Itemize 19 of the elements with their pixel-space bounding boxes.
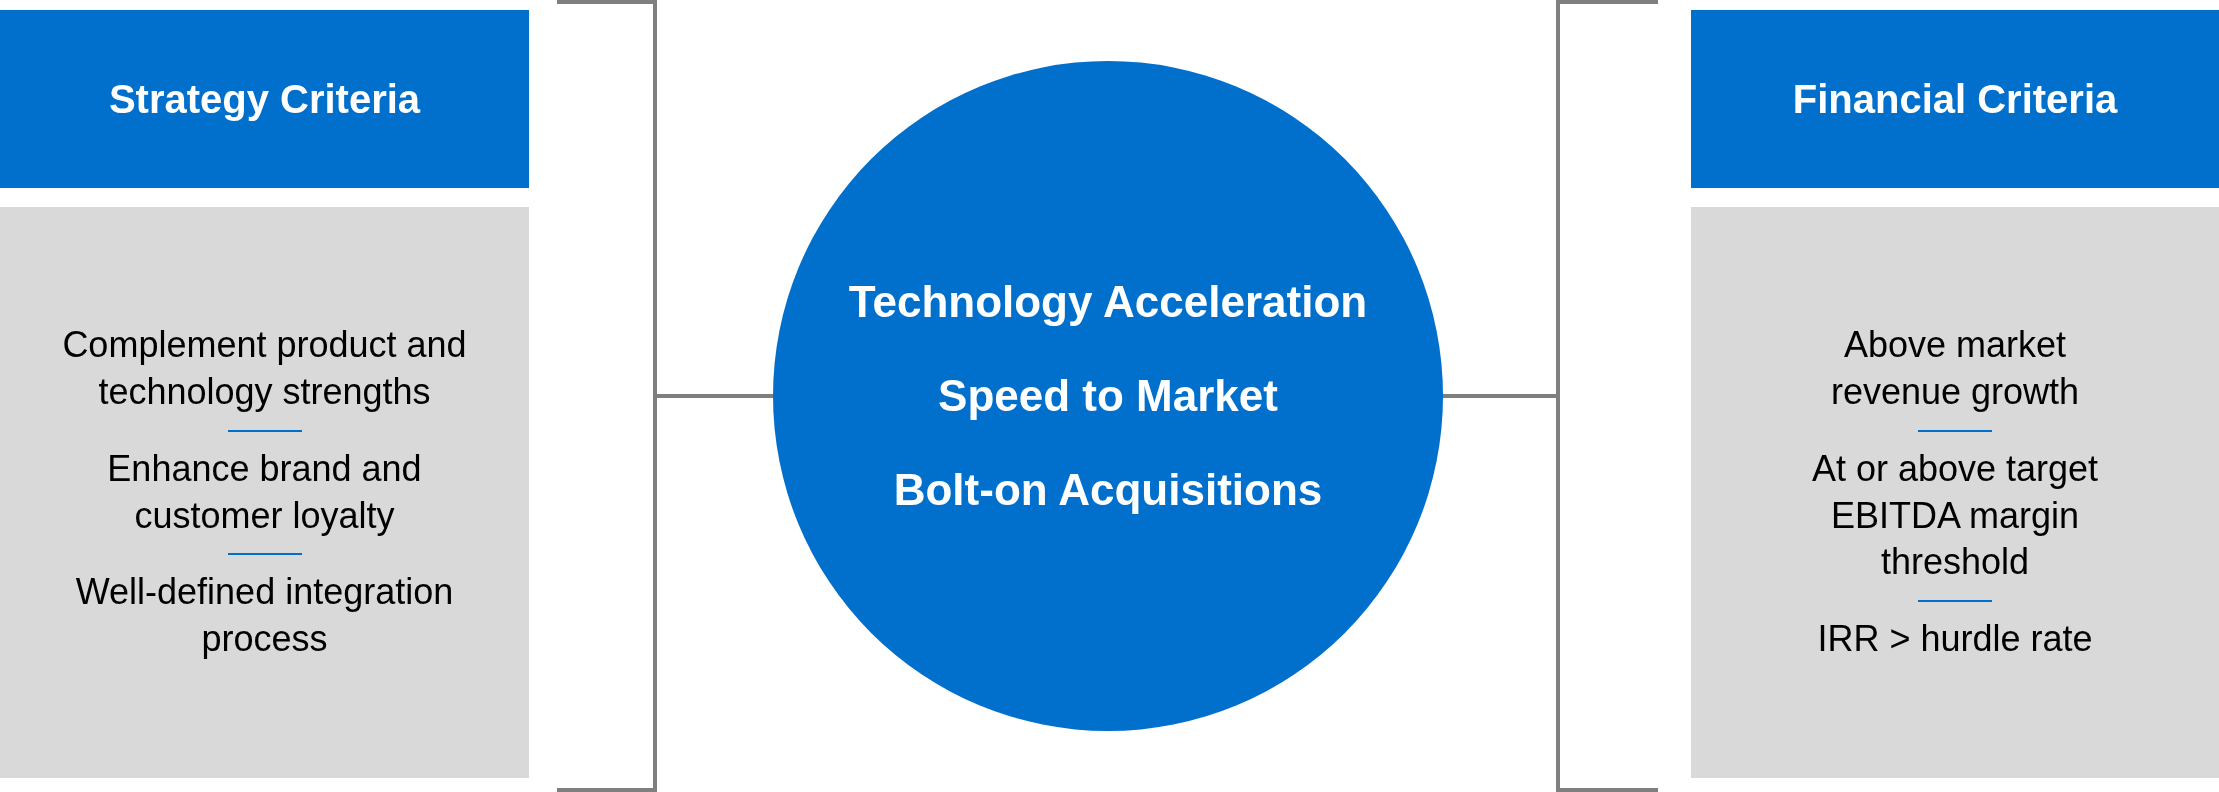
connector-line <box>657 394 773 398</box>
header-box <box>1691 10 2219 188</box>
criteria-text: Complement product and technology strengths <box>61 323 468 414</box>
circle-text: Technology Acceleration <box>848 277 1368 327</box>
bracket <box>557 0 657 792</box>
bracket <box>1556 0 1658 792</box>
criteria-panel <box>1691 207 2219 778</box>
circle-text: Speed to Market <box>938 371 1278 421</box>
criteria-text: Enhance brand and customer loyalty <box>106 446 423 538</box>
criteria-text: At or above target EBITDA margin threshold <box>1810 446 2100 585</box>
header-text: Strategy Criteria <box>108 76 421 122</box>
criteria-text: IRR > hurdle rate <box>1817 617 2093 662</box>
header-box <box>0 10 529 188</box>
connector-line <box>1443 394 1556 398</box>
criteria-text: Above market revenue growth <box>1829 323 2081 414</box>
header-text: Financial Criteria <box>1792 76 2118 122</box>
circle-text: Bolt-on Acquisitions <box>893 465 1323 515</box>
criteria-panel <box>0 207 529 778</box>
criteria-text: Well-defined integration process <box>74 570 455 662</box>
